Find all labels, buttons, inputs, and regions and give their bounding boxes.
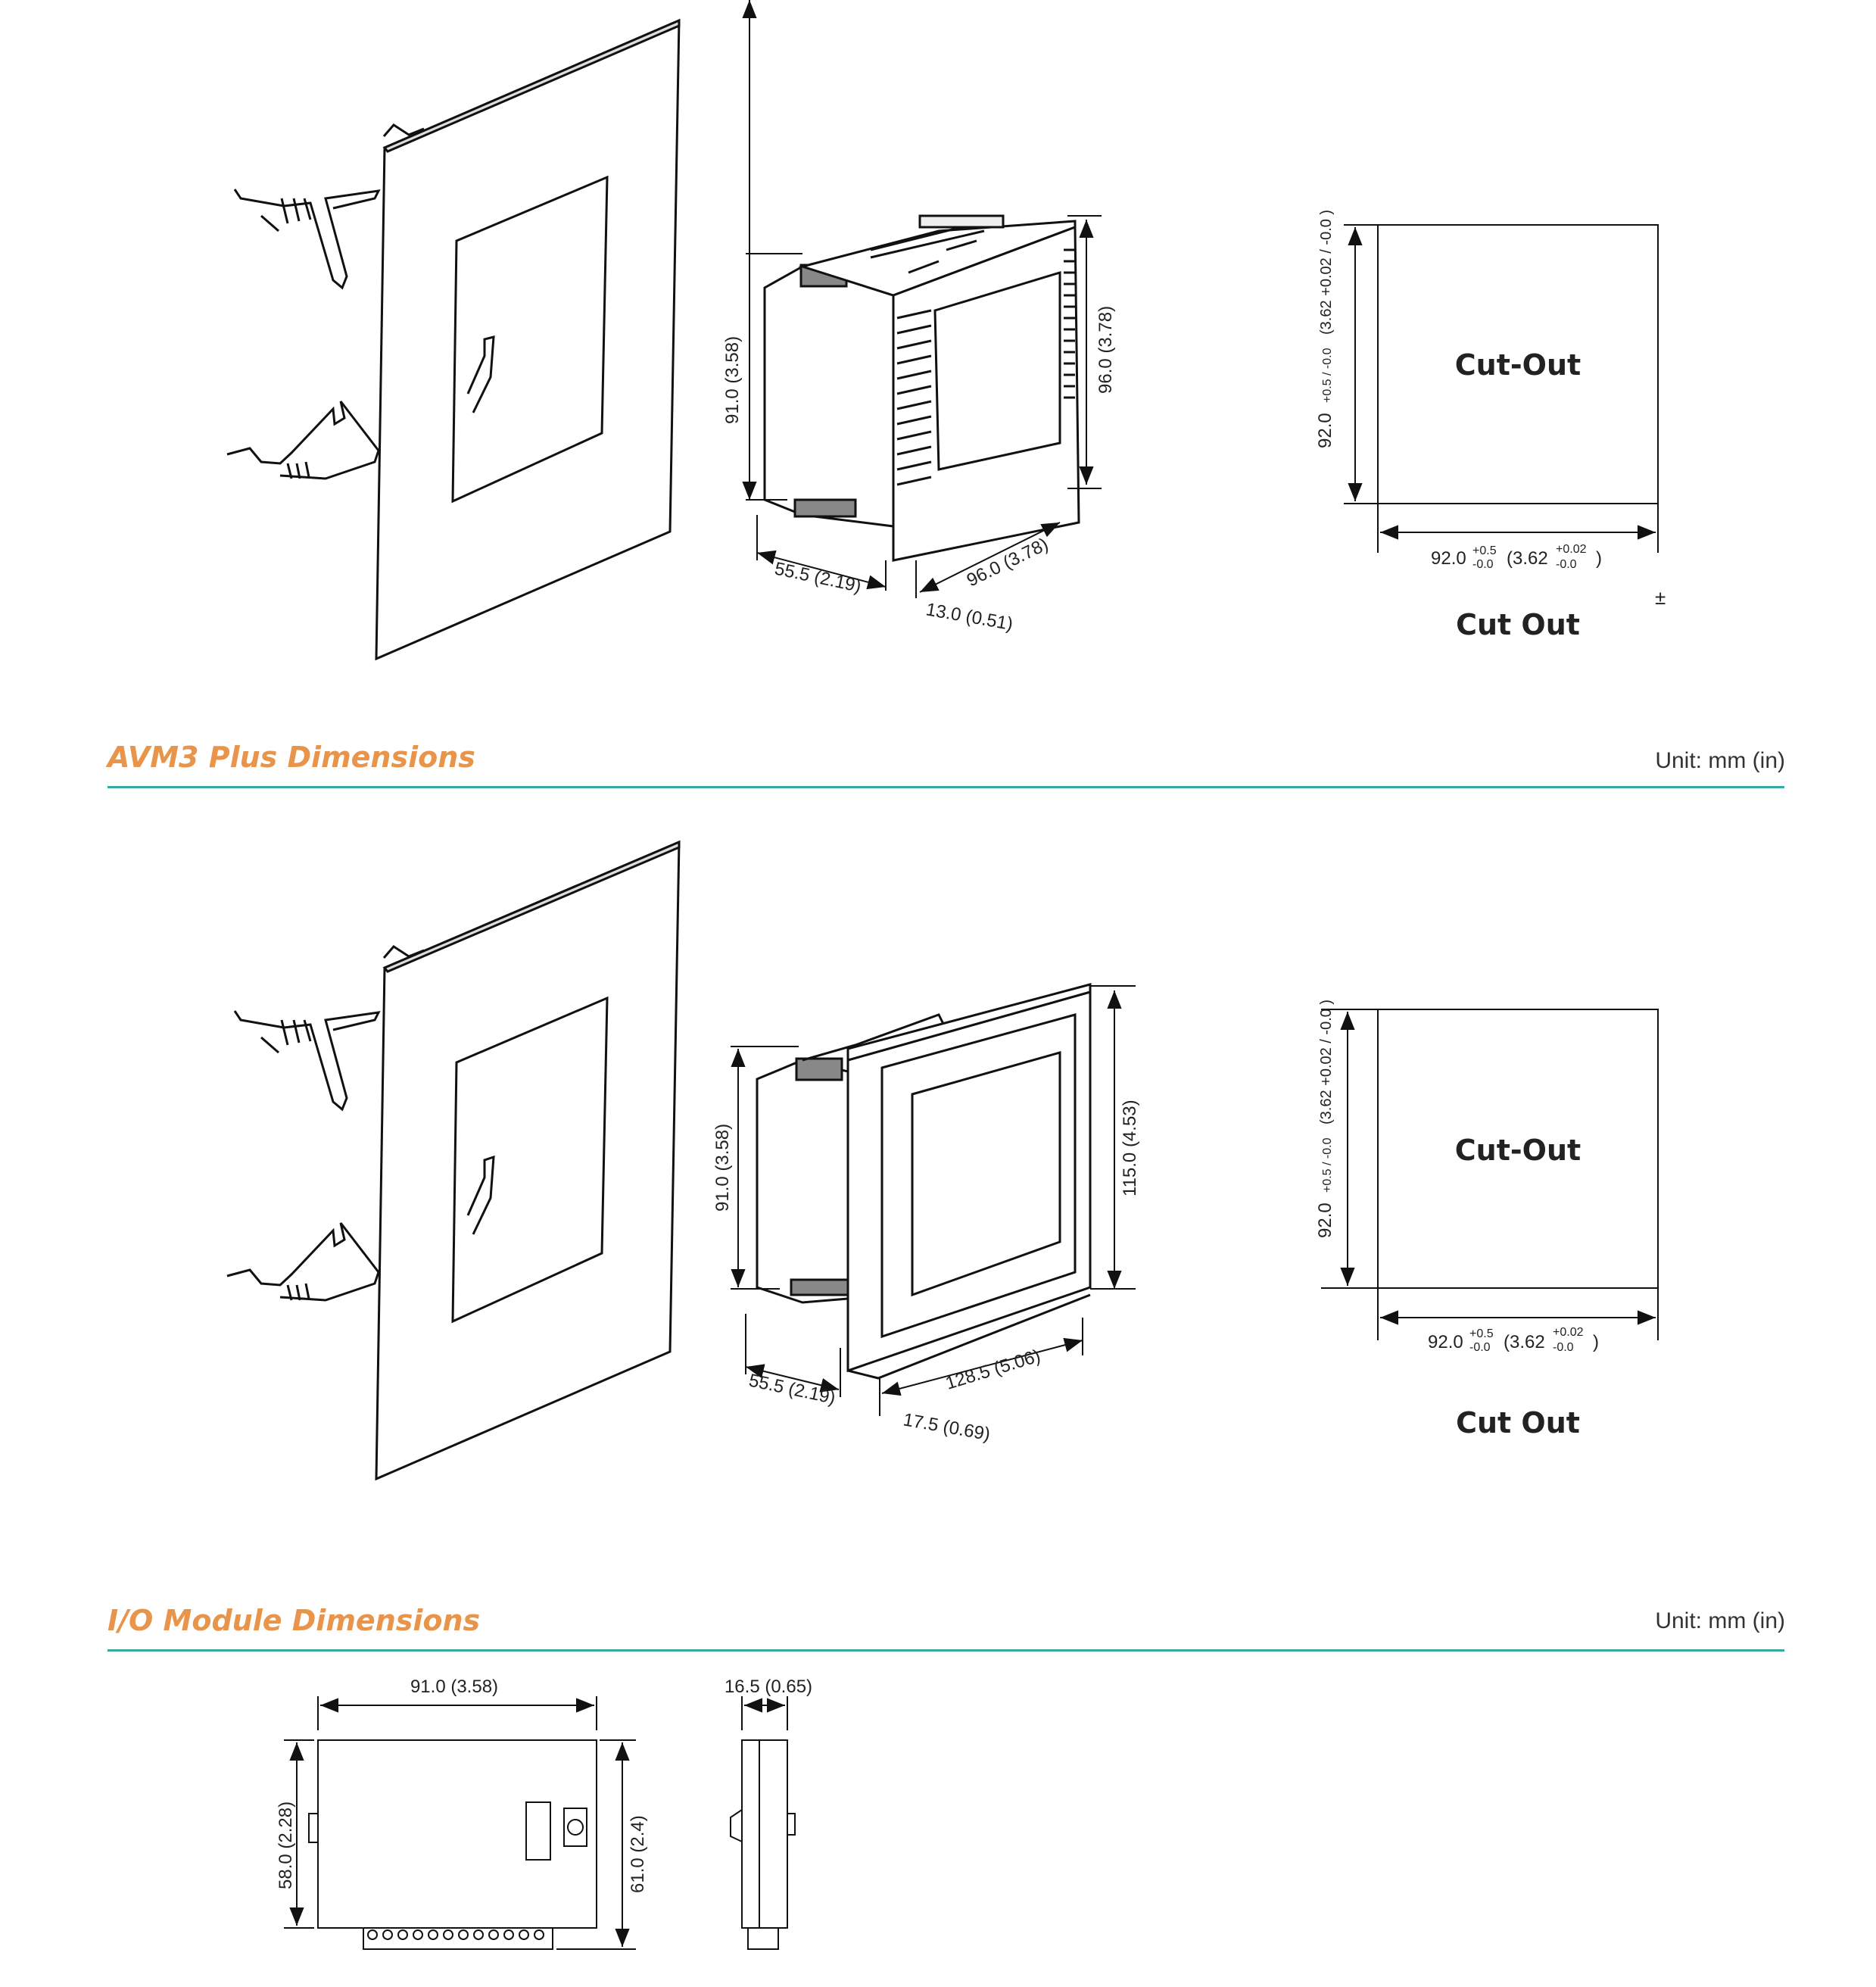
svg-text:+0.02: +0.02 [1553, 1326, 1584, 1339]
svg-text:-0.0: -0.0 [1556, 558, 1577, 571]
section-rule-avm3 [108, 786, 1784, 788]
middle-dimension-lines [731, 985, 1136, 1416]
top-dim-bezel-depth: 13.0 (0.51) [924, 599, 1014, 635]
middle-dim-width: 128.5 (5.06) [943, 1346, 1043, 1394]
top-dimension-lines [742, 0, 1102, 598]
io-module-side [730, 1696, 796, 1950]
top-panel-assembly [226, 18, 681, 661]
svg-text:-0.0: -0.0 [1469, 1341, 1491, 1354]
io-dim-width: 91.0 (3.58) [410, 1677, 498, 1697]
top-cutout-caption: Cut Out [1456, 608, 1580, 641]
svg-text:92.0: 92.0 [1431, 548, 1466, 569]
svg-text:(3.62: (3.62 [1504, 1332, 1545, 1352]
io-dim-height-right: 61.0 (2.4) [628, 1815, 648, 1893]
middle-dim-height-front: 115.0 (4.53) [1120, 1100, 1140, 1196]
io-dim-thickness: 16.5 (0.65) [725, 1677, 812, 1697]
top-dim-depth: 55.5 (2.19) [773, 558, 863, 597]
middle-dim-bezel-depth: 17.5 (0.69) [902, 1409, 992, 1445]
middle-dim-depth: 55.5 (2.19) [747, 1370, 837, 1408]
middle-meter-body [756, 983, 1092, 1380]
top-dim-height-body: 91.0 (3.58) [722, 336, 743, 424]
io-terminal-row [367, 1929, 544, 1940]
svg-text:92.0: 92.0 [1428, 1332, 1463, 1352]
middle-cutout [1321, 1009, 1659, 1340]
top-dim-height-front: 96.0 (3.78) [1095, 306, 1116, 394]
middle-panel-assembly [226, 840, 681, 1481]
top-cutout-label: Cut-Out [1455, 348, 1581, 382]
svg-text:92.0: 92.0 [1315, 413, 1335, 448]
unit-label-avm3: Unit: mm (in) [1655, 748, 1785, 773]
svg-text:92.0: 92.0 [1315, 1202, 1335, 1238]
svg-text:+0.5 / -0.0: +0.5 / -0.0 [1321, 1137, 1334, 1193]
top-cutout [1344, 224, 1659, 553]
svg-text:+0.5: +0.5 [1472, 544, 1497, 557]
svg-text:(3.62 +0.02 / -0.0 ): (3.62 +0.02 / -0.0 ) [1318, 210, 1335, 335]
middle-cutout-label: Cut-Out [1455, 1134, 1581, 1167]
top-meter-body [763, 214, 1080, 562]
svg-text:(3.62 +0.02 / -0.0 ): (3.62 +0.02 / -0.0 ) [1318, 1000, 1335, 1125]
unit-label-io: Unit: mm (in) [1655, 1608, 1785, 1633]
top-cutout-width-label: 92.0 +0.5 -0.0 (3.62 +0.02 -0.0 ) [1431, 543, 1602, 571]
top-cutout-height-label: 92.0 +0.5 / -0.0 (3.62 +0.02 / -0.0 ) [1315, 210, 1335, 448]
svg-text:-0.0: -0.0 [1472, 558, 1494, 571]
middle-dim-height-body: 91.0 (3.58) [712, 1124, 733, 1212]
svg-text:): ) [1593, 1332, 1599, 1352]
svg-text:+0.5 / -0.0: +0.5 / -0.0 [1321, 348, 1334, 403]
svg-text:+0.5: +0.5 [1469, 1327, 1494, 1340]
middle-cutout-caption: Cut Out [1456, 1406, 1580, 1440]
middle-cutout-height-label: 92.0 +0.5 / -0.0 (3.62 +0.02 / -0.0 ) [1315, 1000, 1335, 1238]
svg-text:-0.0: -0.0 [1553, 1341, 1574, 1354]
section-rule-io [108, 1649, 1784, 1652]
svg-text:): ) [1596, 548, 1602, 569]
middle-cutout-width-label: 92.0 +0.5 -0.0 (3.62 +0.02 -0.0 ) [1428, 1326, 1599, 1354]
section-title-avm3: AVM3 Plus Dimensions [108, 741, 475, 774]
io-dim-height-left: 58.0 (2.28) [276, 1801, 296, 1889]
svg-text:+0.02: +0.02 [1556, 543, 1587, 556]
io-module-front [284, 1696, 636, 1950]
section-title-io: I/O Module Dimensions [108, 1604, 481, 1637]
top-stray-symbol: ± [1655, 586, 1666, 609]
svg-text:(3.62: (3.62 [1507, 548, 1548, 569]
